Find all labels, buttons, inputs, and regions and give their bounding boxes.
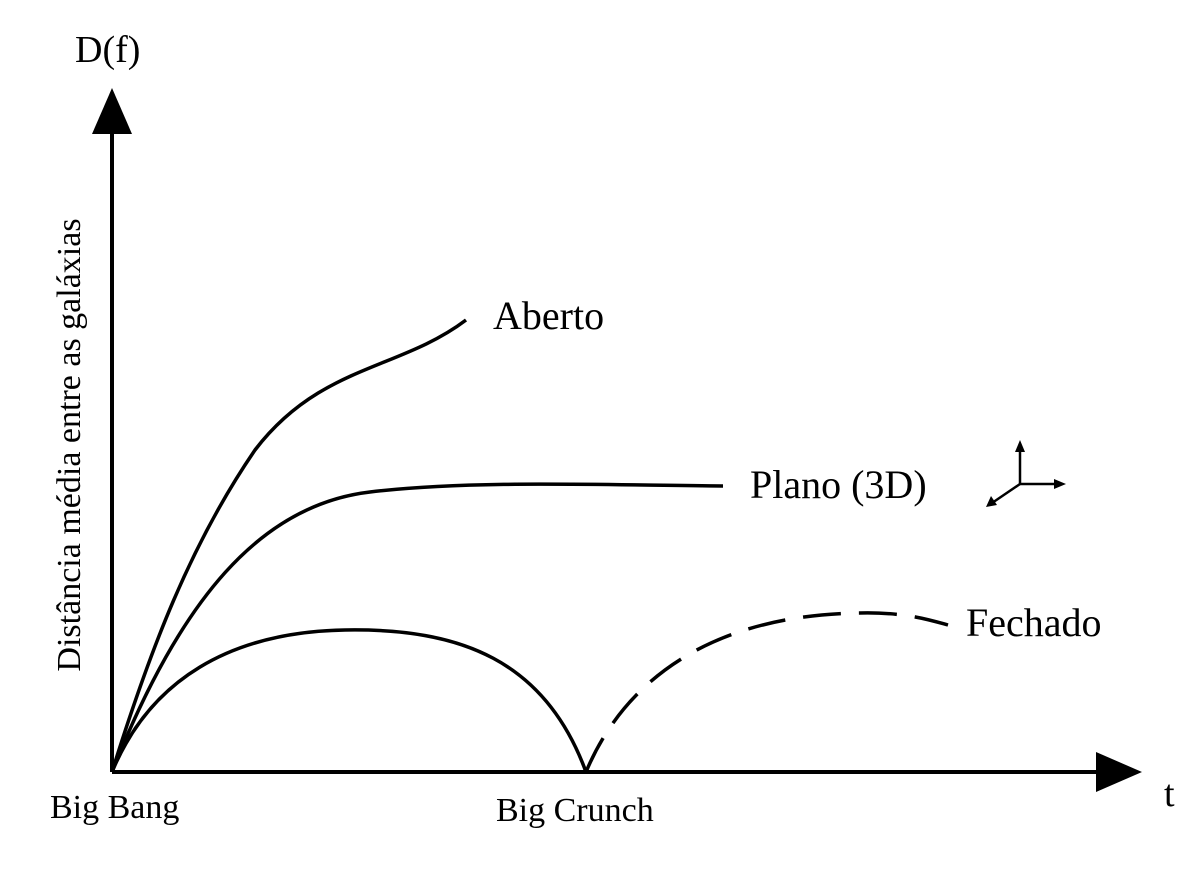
closed-curve-label: Fechado: [966, 600, 1102, 645]
closed-rebound-dashed-curve: [584, 611, 949, 773]
x-axis-symbol: t: [1164, 773, 1175, 815]
three-axes-icon: [986, 440, 1066, 507]
open-curve: [110, 318, 468, 773]
closed-curve: [110, 628, 588, 773]
x-axis-arrowhead: [1096, 752, 1142, 792]
flat-curve-label: Plano (3D): [750, 462, 927, 507]
y-axis-symbol: D(f): [75, 29, 140, 71]
big-crunch-label: Big Crunch: [496, 792, 654, 829]
open-curve-label: Aberto: [493, 293, 604, 338]
y-axis-arrowhead: [92, 88, 132, 134]
y-axis-label: Distância média entre as galáxias: [51, 218, 88, 671]
flat-curve: [110, 482, 724, 773]
big-bang-label: Big Bang: [50, 789, 179, 826]
